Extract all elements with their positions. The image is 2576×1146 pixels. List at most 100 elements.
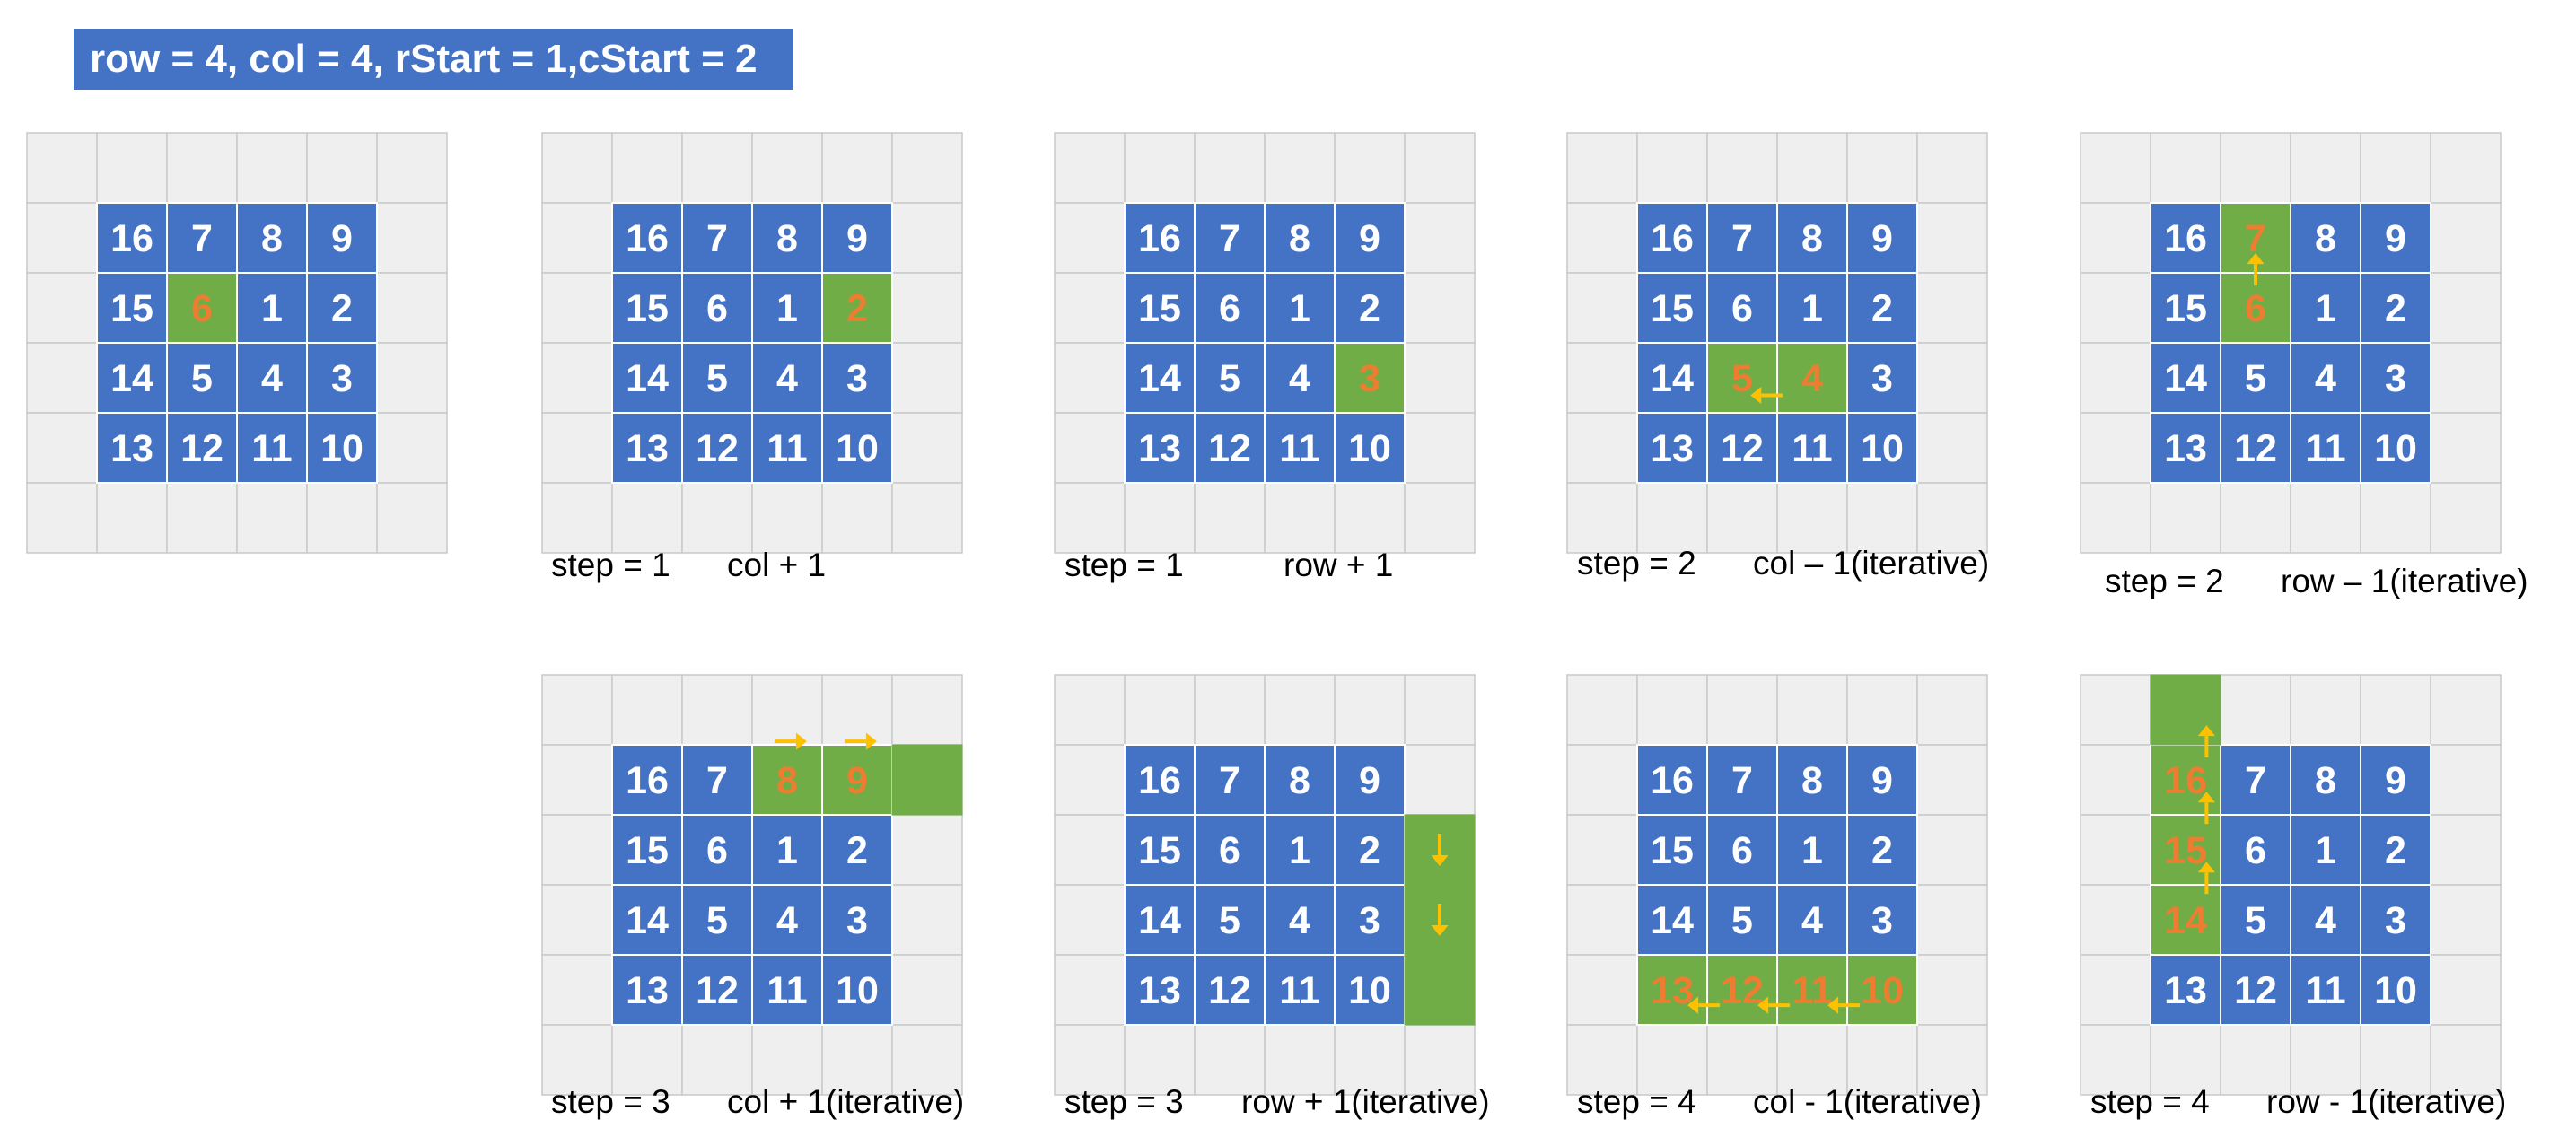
grid-cell xyxy=(2430,342,2502,414)
matrix-cell xyxy=(751,814,823,886)
grid-cell xyxy=(541,342,613,414)
grid-cell xyxy=(1566,1024,1638,1096)
matrix-cell xyxy=(751,342,823,414)
grid-cell xyxy=(891,202,963,274)
cell-value: 13 xyxy=(2164,427,2207,470)
cell-value: 8 xyxy=(776,217,798,260)
matrix-cell xyxy=(1636,744,1708,816)
grid-cell xyxy=(681,674,753,746)
grid-cell xyxy=(891,412,963,484)
title-box: row = 4, col = 4, rStart = 1,cStart = 2 xyxy=(74,29,793,90)
cell-value: 10 xyxy=(1348,969,1391,1012)
grid-cell xyxy=(1916,132,1988,204)
grid-cell xyxy=(1706,482,1778,554)
matrix-cell xyxy=(236,412,308,484)
grid-cell xyxy=(541,272,613,344)
grid-cell xyxy=(1054,744,1126,816)
grid-cell xyxy=(1916,814,1988,886)
arrow-up-icon xyxy=(2197,792,2215,825)
cell-value: 5 xyxy=(1219,899,1240,942)
grid-cell xyxy=(1054,132,1126,204)
grid-cell xyxy=(1566,482,1638,554)
matrix-cell xyxy=(821,412,893,484)
grid-cell xyxy=(26,482,98,554)
cell-value: 2 xyxy=(846,829,868,872)
grid-cell xyxy=(1404,1024,1476,1096)
cell-value: 8 xyxy=(261,217,283,260)
cell-value: 12 xyxy=(1208,969,1251,1012)
grid-cell xyxy=(1194,132,1266,204)
grid-cell xyxy=(166,482,238,554)
cell-value: 15 xyxy=(626,287,669,330)
grid-cell xyxy=(1054,272,1126,344)
grid-cell xyxy=(1776,674,1848,746)
grid-cell xyxy=(1566,272,1638,344)
matrix-cell xyxy=(2220,954,2291,1026)
grid-cell xyxy=(1264,1024,1336,1096)
cell-value: 10 xyxy=(836,427,879,470)
cell-value: 13 xyxy=(1651,427,1694,470)
cell-value: 4 xyxy=(1801,899,1823,942)
grid-cell xyxy=(2360,674,2431,746)
caption-step-4: step = 2 xyxy=(2105,563,2224,599)
grid-cell xyxy=(306,132,378,204)
grid-cell xyxy=(541,412,613,484)
grid-cell xyxy=(821,132,893,204)
matrix-cell xyxy=(1706,884,1778,956)
matrix-cell xyxy=(1334,814,1406,886)
matrix-cell xyxy=(1636,954,1708,1026)
matrix-cell xyxy=(681,814,753,886)
arrow-up-icon xyxy=(2197,725,2215,758)
grid-cell xyxy=(1404,342,1476,414)
grid-cell xyxy=(26,272,98,344)
grid-cell xyxy=(1264,482,1336,554)
grid-cell xyxy=(1054,884,1126,956)
cell-value: 1 xyxy=(1289,287,1310,330)
grid-cell xyxy=(1846,482,1918,554)
grid-cell xyxy=(1194,674,1266,746)
matrix-cell xyxy=(1264,342,1336,414)
matrix-cell xyxy=(1706,342,1778,414)
arrow-down-icon xyxy=(1431,904,1449,936)
caption-op-3: col – 1(iterative) xyxy=(1753,545,1990,582)
cell-value: 1 xyxy=(261,287,283,330)
grid-cell xyxy=(821,482,893,554)
grid-cell xyxy=(541,1024,613,1096)
grid-cell xyxy=(1636,132,1708,204)
grid-cell xyxy=(2080,954,2151,1026)
matrix-cell xyxy=(1124,202,1196,274)
cell-value: 6 xyxy=(1731,287,1753,330)
matrix-cell xyxy=(1776,744,1848,816)
caption-op-2: row + 1 xyxy=(1284,547,1394,583)
matrix-cell xyxy=(2360,744,2431,816)
cell-value: 5 xyxy=(706,899,728,942)
cell-value: 1 xyxy=(2315,287,2336,330)
cell-value: 9 xyxy=(846,759,868,802)
cell-value: 10 xyxy=(320,427,364,470)
cell-value: 14 xyxy=(1651,899,1694,942)
arrow-right-icon xyxy=(774,732,807,750)
cell-value: 3 xyxy=(2385,899,2406,942)
cell-value: 16 xyxy=(2164,217,2207,260)
cell-value: 13 xyxy=(626,427,669,470)
arrow-left-icon xyxy=(1757,996,1791,1014)
matrix-cell xyxy=(681,202,753,274)
grid-cell xyxy=(2360,1024,2431,1096)
matrix-cell xyxy=(1124,884,1196,956)
cell-value: 3 xyxy=(1359,899,1380,942)
caption-op-7: col - 1(iterative) xyxy=(1753,1083,1982,1120)
matrix-cell xyxy=(2150,412,2221,484)
grid-cell xyxy=(1916,674,1988,746)
grid-cell xyxy=(751,482,823,554)
matrix-cell xyxy=(1264,272,1336,344)
matrix-cell xyxy=(2360,884,2431,956)
cell-value: 1 xyxy=(776,287,798,330)
matrix-cell xyxy=(96,202,168,274)
cell-value: 13 xyxy=(1138,427,1181,470)
grid-cell xyxy=(681,482,753,554)
arrow-up-icon xyxy=(2197,862,2215,895)
matrix-cell xyxy=(1636,884,1708,956)
matrix-cell xyxy=(1124,412,1196,484)
